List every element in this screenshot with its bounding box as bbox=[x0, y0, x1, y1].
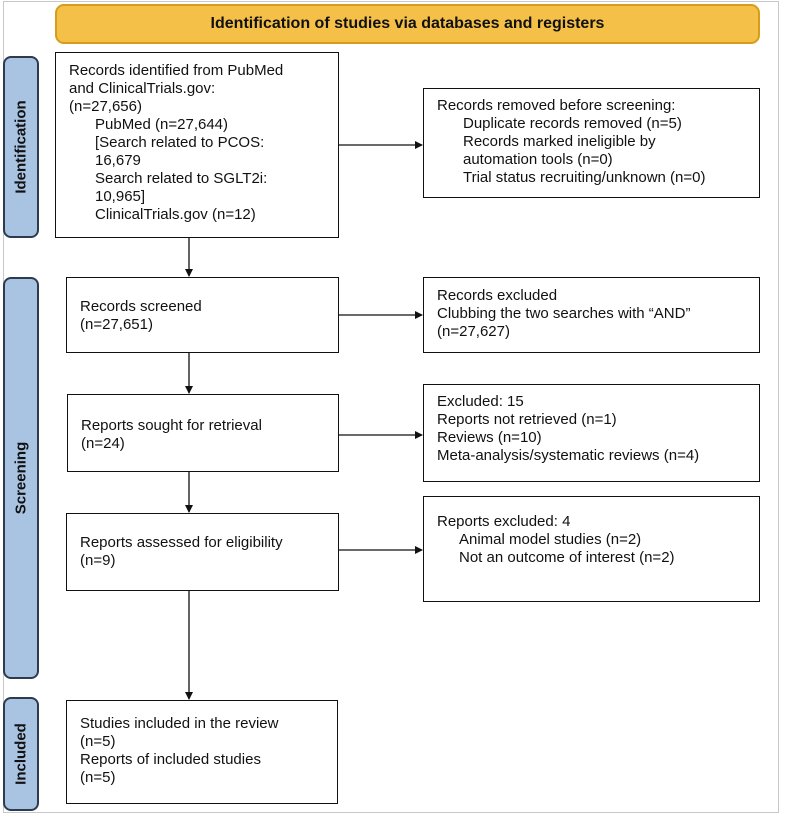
records-excluded-box: Records excluded Clubbing the two search… bbox=[423, 277, 760, 353]
records-removed-box: Records removed before screening: Duplic… bbox=[423, 88, 760, 198]
text-line: Records screened bbox=[80, 298, 202, 315]
text-line: (n=9) bbox=[80, 552, 116, 569]
text-line: Trial status recruiting/unknown (n=0) bbox=[463, 169, 706, 186]
reports-assessed-box: Reports assessed for eligibility (n=9) bbox=[66, 513, 339, 591]
text-line: Studies included in the review bbox=[80, 715, 279, 732]
text-line: Animal model studies (n=2) bbox=[459, 531, 642, 548]
text-line: [Search related to PCOS: bbox=[95, 134, 265, 151]
text-line: Reports assessed for eligibility bbox=[80, 534, 283, 551]
text-line: Reports excluded: 4 bbox=[437, 513, 571, 530]
records-screened-box: Records screened (n=27,651) bbox=[66, 277, 339, 353]
text-line: Reports not retrieved (n=1) bbox=[437, 411, 617, 428]
text-line: Reports sought for retrieval bbox=[81, 417, 262, 434]
text-line: 10,965] bbox=[95, 188, 146, 205]
text-line: Records identified from PubMed bbox=[69, 62, 284, 79]
text-line: Clubbing the two searches with “AND” bbox=[437, 305, 691, 322]
text-line: (n=27,651) bbox=[80, 316, 153, 333]
text-line: Excluded: 15 bbox=[437, 393, 524, 410]
text-line: PubMed (n=27,644) bbox=[95, 116, 229, 133]
text-line: Records marked ineligible by bbox=[463, 133, 656, 150]
text-line: Not an outcome of interest (n=2) bbox=[459, 549, 675, 566]
section-screening: Screening bbox=[3, 277, 39, 679]
text-line: Duplicate records removed (n=5) bbox=[463, 115, 682, 132]
text-line: (n=5) bbox=[80, 769, 116, 786]
text-line: Reviews (n=10) bbox=[437, 429, 542, 446]
text-line: (n=24) bbox=[81, 435, 125, 452]
text-line: Records excluded bbox=[437, 287, 558, 304]
text-line: ClinicalTrials.gov (n=12) bbox=[95, 206, 256, 223]
header-banner: Identification of studies via databases … bbox=[55, 4, 760, 44]
section-identification: Identification bbox=[3, 56, 39, 238]
section-included: Included bbox=[3, 697, 39, 811]
studies-included-box: Studies included in the review (n=5) Rep… bbox=[66, 700, 338, 804]
text-line: (n=5) bbox=[80, 733, 116, 750]
reports-sought-box: Reports sought for retrieval (n=24) bbox=[67, 394, 339, 472]
text-line: (n=27,656) bbox=[69, 98, 142, 115]
header-title: Identification of studies via databases … bbox=[210, 15, 605, 32]
text-line: Records removed before screening: bbox=[437, 97, 676, 114]
reports-excluded-box: Reports excluded: 4 Animal model studies… bbox=[423, 496, 760, 602]
text-line: 16,679 bbox=[95, 152, 141, 169]
excluded-15-box: Excluded: 15 Reports not retrieved (n=1)… bbox=[423, 384, 760, 482]
text-line: Reports of included studies bbox=[80, 751, 261, 768]
text-line: (n=27,627) bbox=[437, 323, 510, 340]
text-line: Meta-analysis/systematic reviews (n=4) bbox=[437, 447, 700, 464]
text-line: automation tools (n=0) bbox=[463, 151, 613, 168]
text-line: Search related to SGLT2i: bbox=[95, 170, 268, 187]
records-identified-box: Records identified from PubMed and Clini… bbox=[55, 52, 339, 238]
text-line: and ClinicalTrials.gov: bbox=[69, 80, 216, 97]
